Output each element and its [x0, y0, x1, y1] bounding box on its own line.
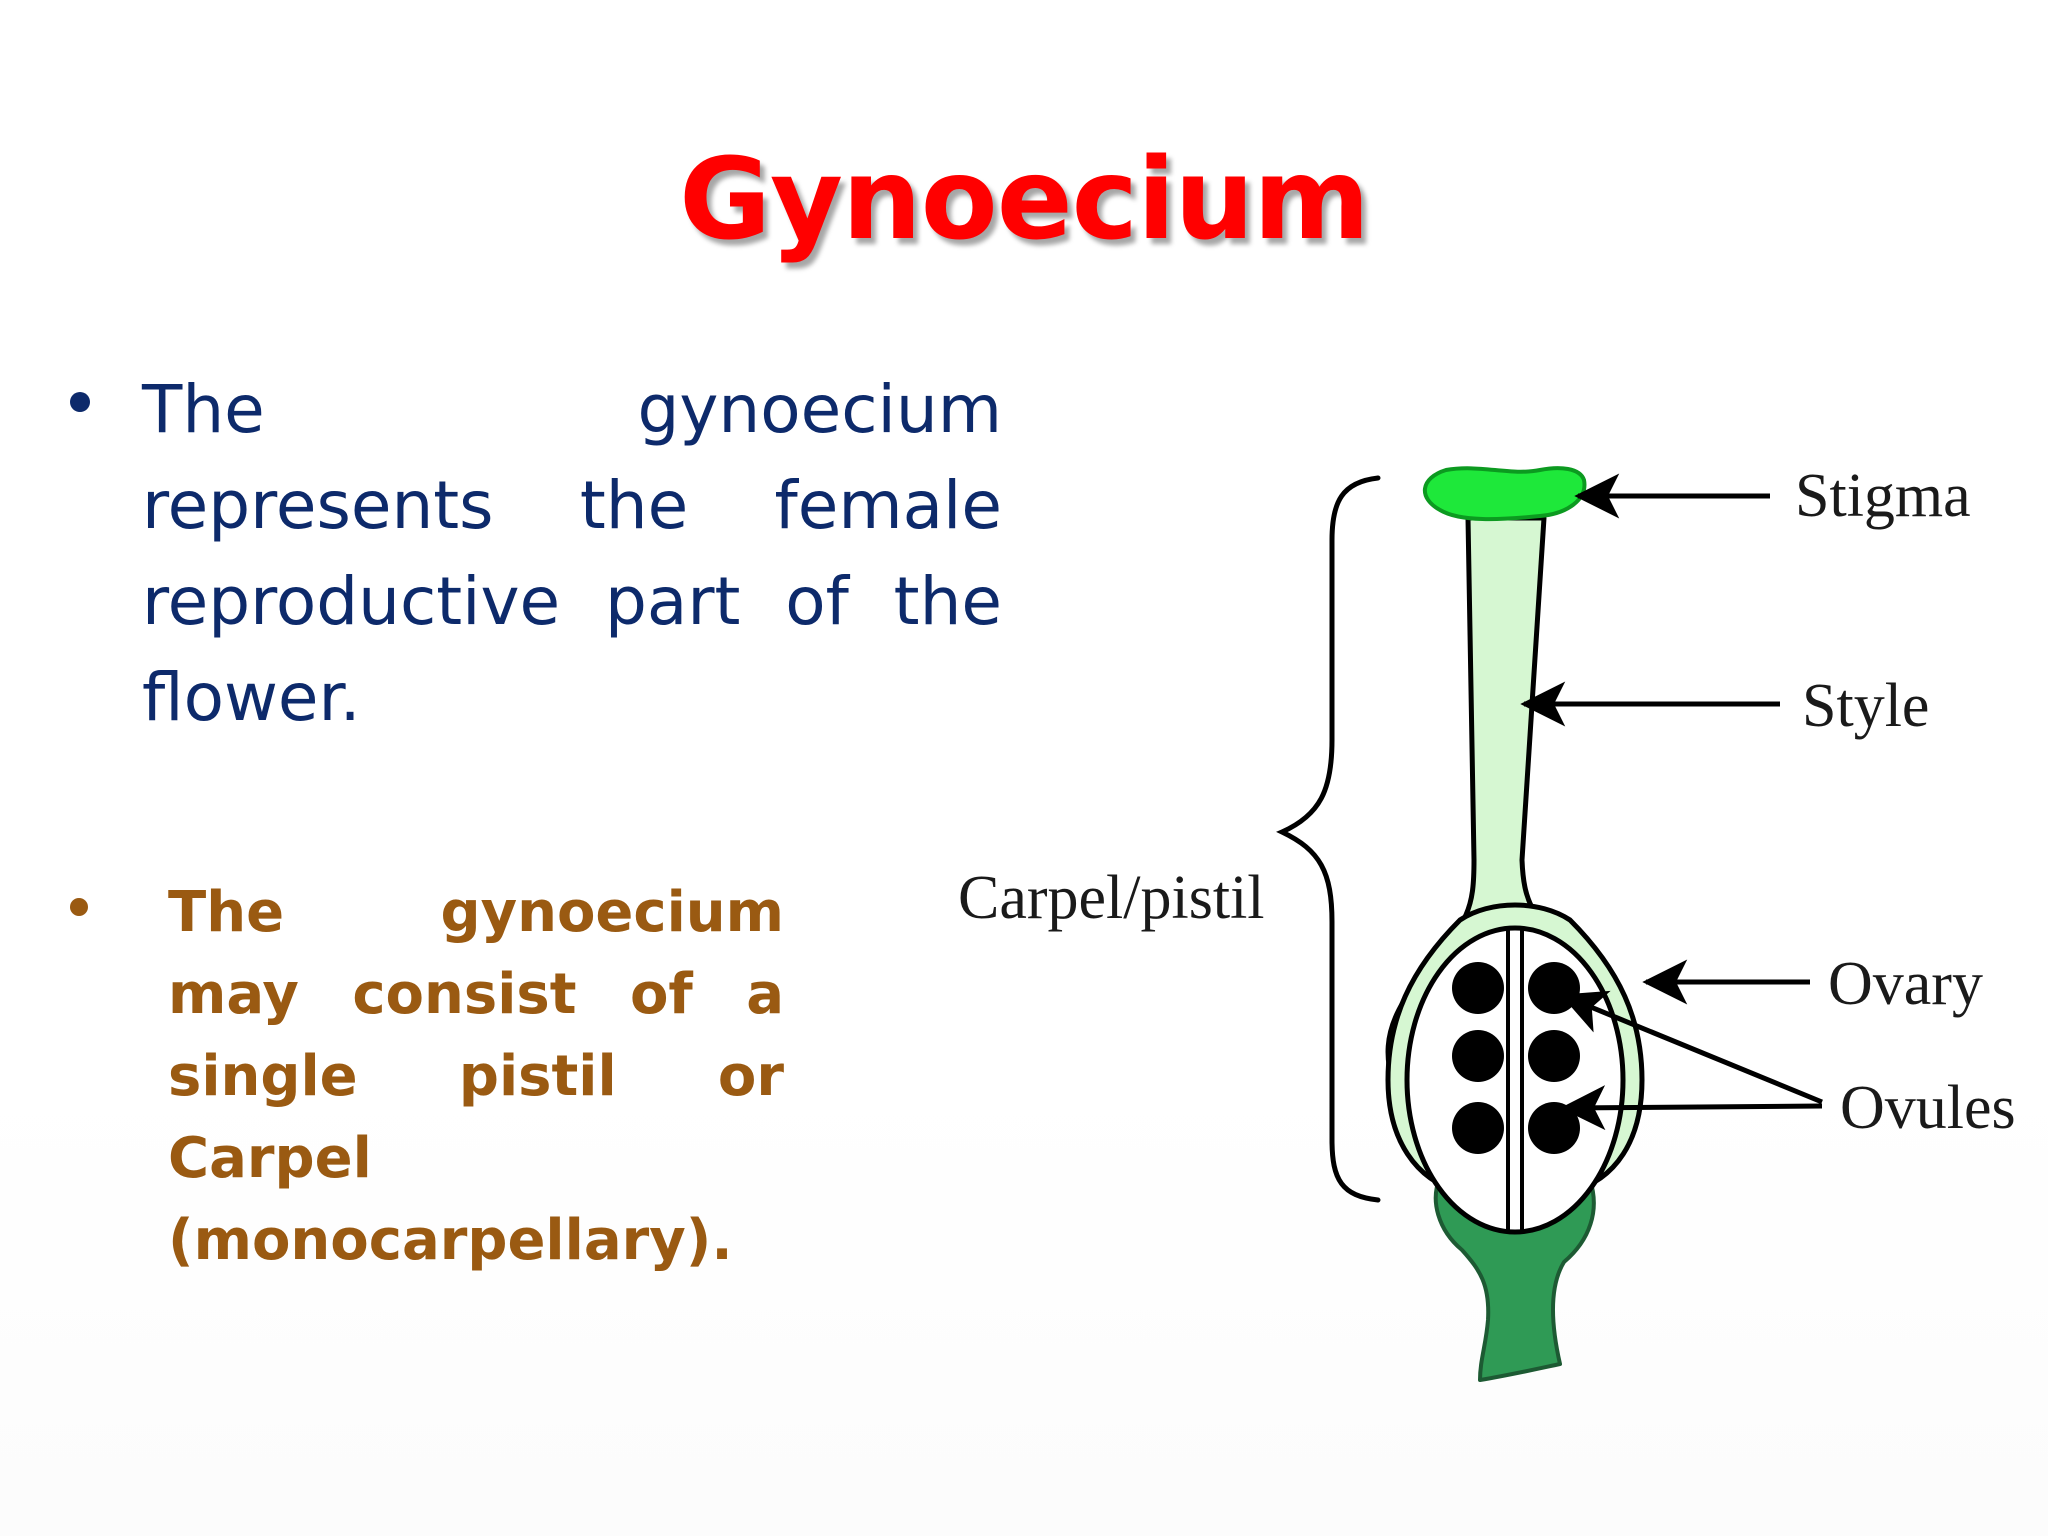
stigma-shape	[1422, 466, 1587, 522]
carpel-brace	[1276, 475, 1381, 1203]
ovule	[1528, 1030, 1580, 1082]
ovary-chamber	[1404, 925, 1626, 1235]
carpel-pistil-label: Carpel/pistil	[958, 864, 1265, 932]
stigma-label: Stigma	[1795, 462, 1971, 530]
pistil-diagram: Stigma Style Ovary Ovules Carpel/pistil	[958, 462, 2016, 1382]
slide-title: Gynoecium	[679, 135, 1370, 265]
ovule	[1528, 962, 1580, 1014]
bullet-marker	[70, 898, 88, 916]
bullet-text-1: The gynoecium represents the female repr…	[142, 371, 1002, 736]
ovule	[1452, 1030, 1504, 1082]
ovules-label: Ovules	[1840, 1074, 2016, 1142]
ovary-label: Ovary	[1828, 950, 1983, 1018]
bullet-text-2: The gynoecium may consist of a single pi…	[168, 880, 784, 1273]
ovule	[1452, 1102, 1504, 1154]
ovules-arrow	[1560, 990, 1823, 1105]
ovules-arrow	[1560, 1085, 1823, 1131]
bullet-marker	[70, 392, 90, 412]
ovule	[1452, 962, 1504, 1014]
style-label: Style	[1802, 672, 1929, 740]
